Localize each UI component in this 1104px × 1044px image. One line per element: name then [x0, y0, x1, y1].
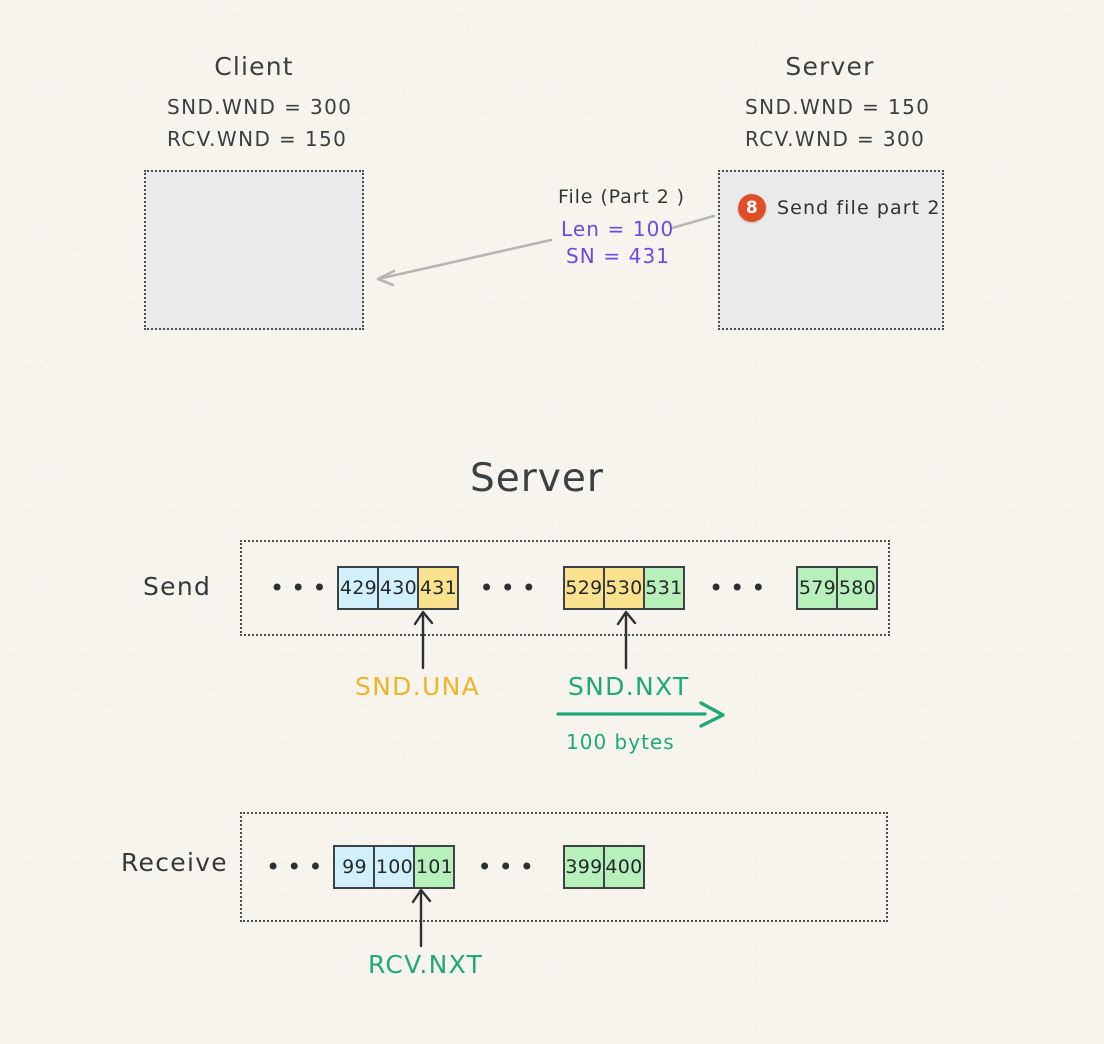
client-title: Client [214, 52, 294, 81]
receive-buffer-strip[interactable]: ••• 99 100 101 ••• 399 400 [240, 812, 888, 922]
receive-cell[interactable]: 101 [413, 845, 456, 889]
send-buffer-strip[interactable]: ••• 429 430 431 ••• 529 530 531 ••• 579 … [240, 540, 890, 636]
send-cell-group-2: 529 530 531 [562, 566, 685, 610]
client-rcv-wnd: RCV.WND = 150 [167, 127, 348, 151]
client-box[interactable] [144, 170, 364, 330]
receive-cell[interactable]: 100 [373, 845, 416, 889]
snd-nxt-label: SND.NXT [568, 672, 690, 701]
send-cell[interactable]: 429 [337, 566, 380, 610]
send-buffer-label: Send [143, 572, 212, 601]
message-title: File (Part 2 ) [558, 186, 685, 208]
snd-nxt-arrow-icon [616, 610, 637, 670]
message-len: Len = 100 [561, 217, 675, 241]
server-snd-wnd: SND.WND = 150 [745, 95, 931, 119]
snd-nxt-range-arrow-icon [556, 701, 725, 728]
section-title: Server [470, 456, 604, 501]
receive-buffer-label: Receive [121, 848, 228, 877]
receive-ellipsis-1: ••• [266, 853, 330, 881]
snd-nxt-byte-count: 100 bytes [566, 730, 675, 754]
server-title: Server [785, 52, 875, 81]
message-arrow-icon [376, 214, 716, 287]
snd-una-arrow-icon [413, 610, 434, 670]
server-rcv-wnd: RCV.WND = 300 [745, 127, 926, 151]
receive-cell[interactable]: 399 [562, 845, 605, 889]
rcv-nxt-arrow-icon [411, 888, 432, 948]
snd-una-label: SND.UNA [355, 672, 480, 701]
send-ellipsis-3: ••• [708, 574, 773, 602]
receive-cell-group-2: 399 400 [562, 845, 645, 889]
receive-cell[interactable]: 400 [602, 845, 645, 889]
server-box[interactable]: 8 Send file part 2 [718, 170, 944, 330]
numbered-step-badge-icon: 8 [738, 194, 766, 222]
send-cell[interactable]: 529 [562, 566, 605, 610]
send-cell[interactable]: 431 [417, 566, 460, 610]
receive-cell-group-1: 99 100 101 [333, 845, 456, 889]
receive-ellipsis-2: ••• [477, 853, 541, 881]
send-cell-group-1: 429 430 431 [337, 566, 460, 610]
message-sn: SN = 431 [566, 244, 671, 268]
send-cell[interactable]: 430 [377, 566, 420, 610]
send-cell-group-3: 579 580 [796, 566, 879, 610]
send-cell[interactable]: 579 [796, 566, 839, 610]
send-cell[interactable]: 530 [602, 566, 645, 610]
server-task-item[interactable]: 8 Send file part 2 [738, 194, 941, 222]
send-ellipsis-1: ••• [270, 574, 334, 602]
receive-cell[interactable]: 99 [333, 845, 376, 889]
send-ellipsis-2: ••• [479, 574, 543, 602]
send-cell[interactable]: 580 [836, 566, 879, 610]
send-cell[interactable]: 531 [642, 566, 685, 610]
rcv-nxt-label: RCV.NXT [368, 950, 484, 979]
server-task-label: Send file part 2 [777, 197, 941, 219]
client-snd-wnd: SND.WND = 300 [167, 95, 353, 119]
